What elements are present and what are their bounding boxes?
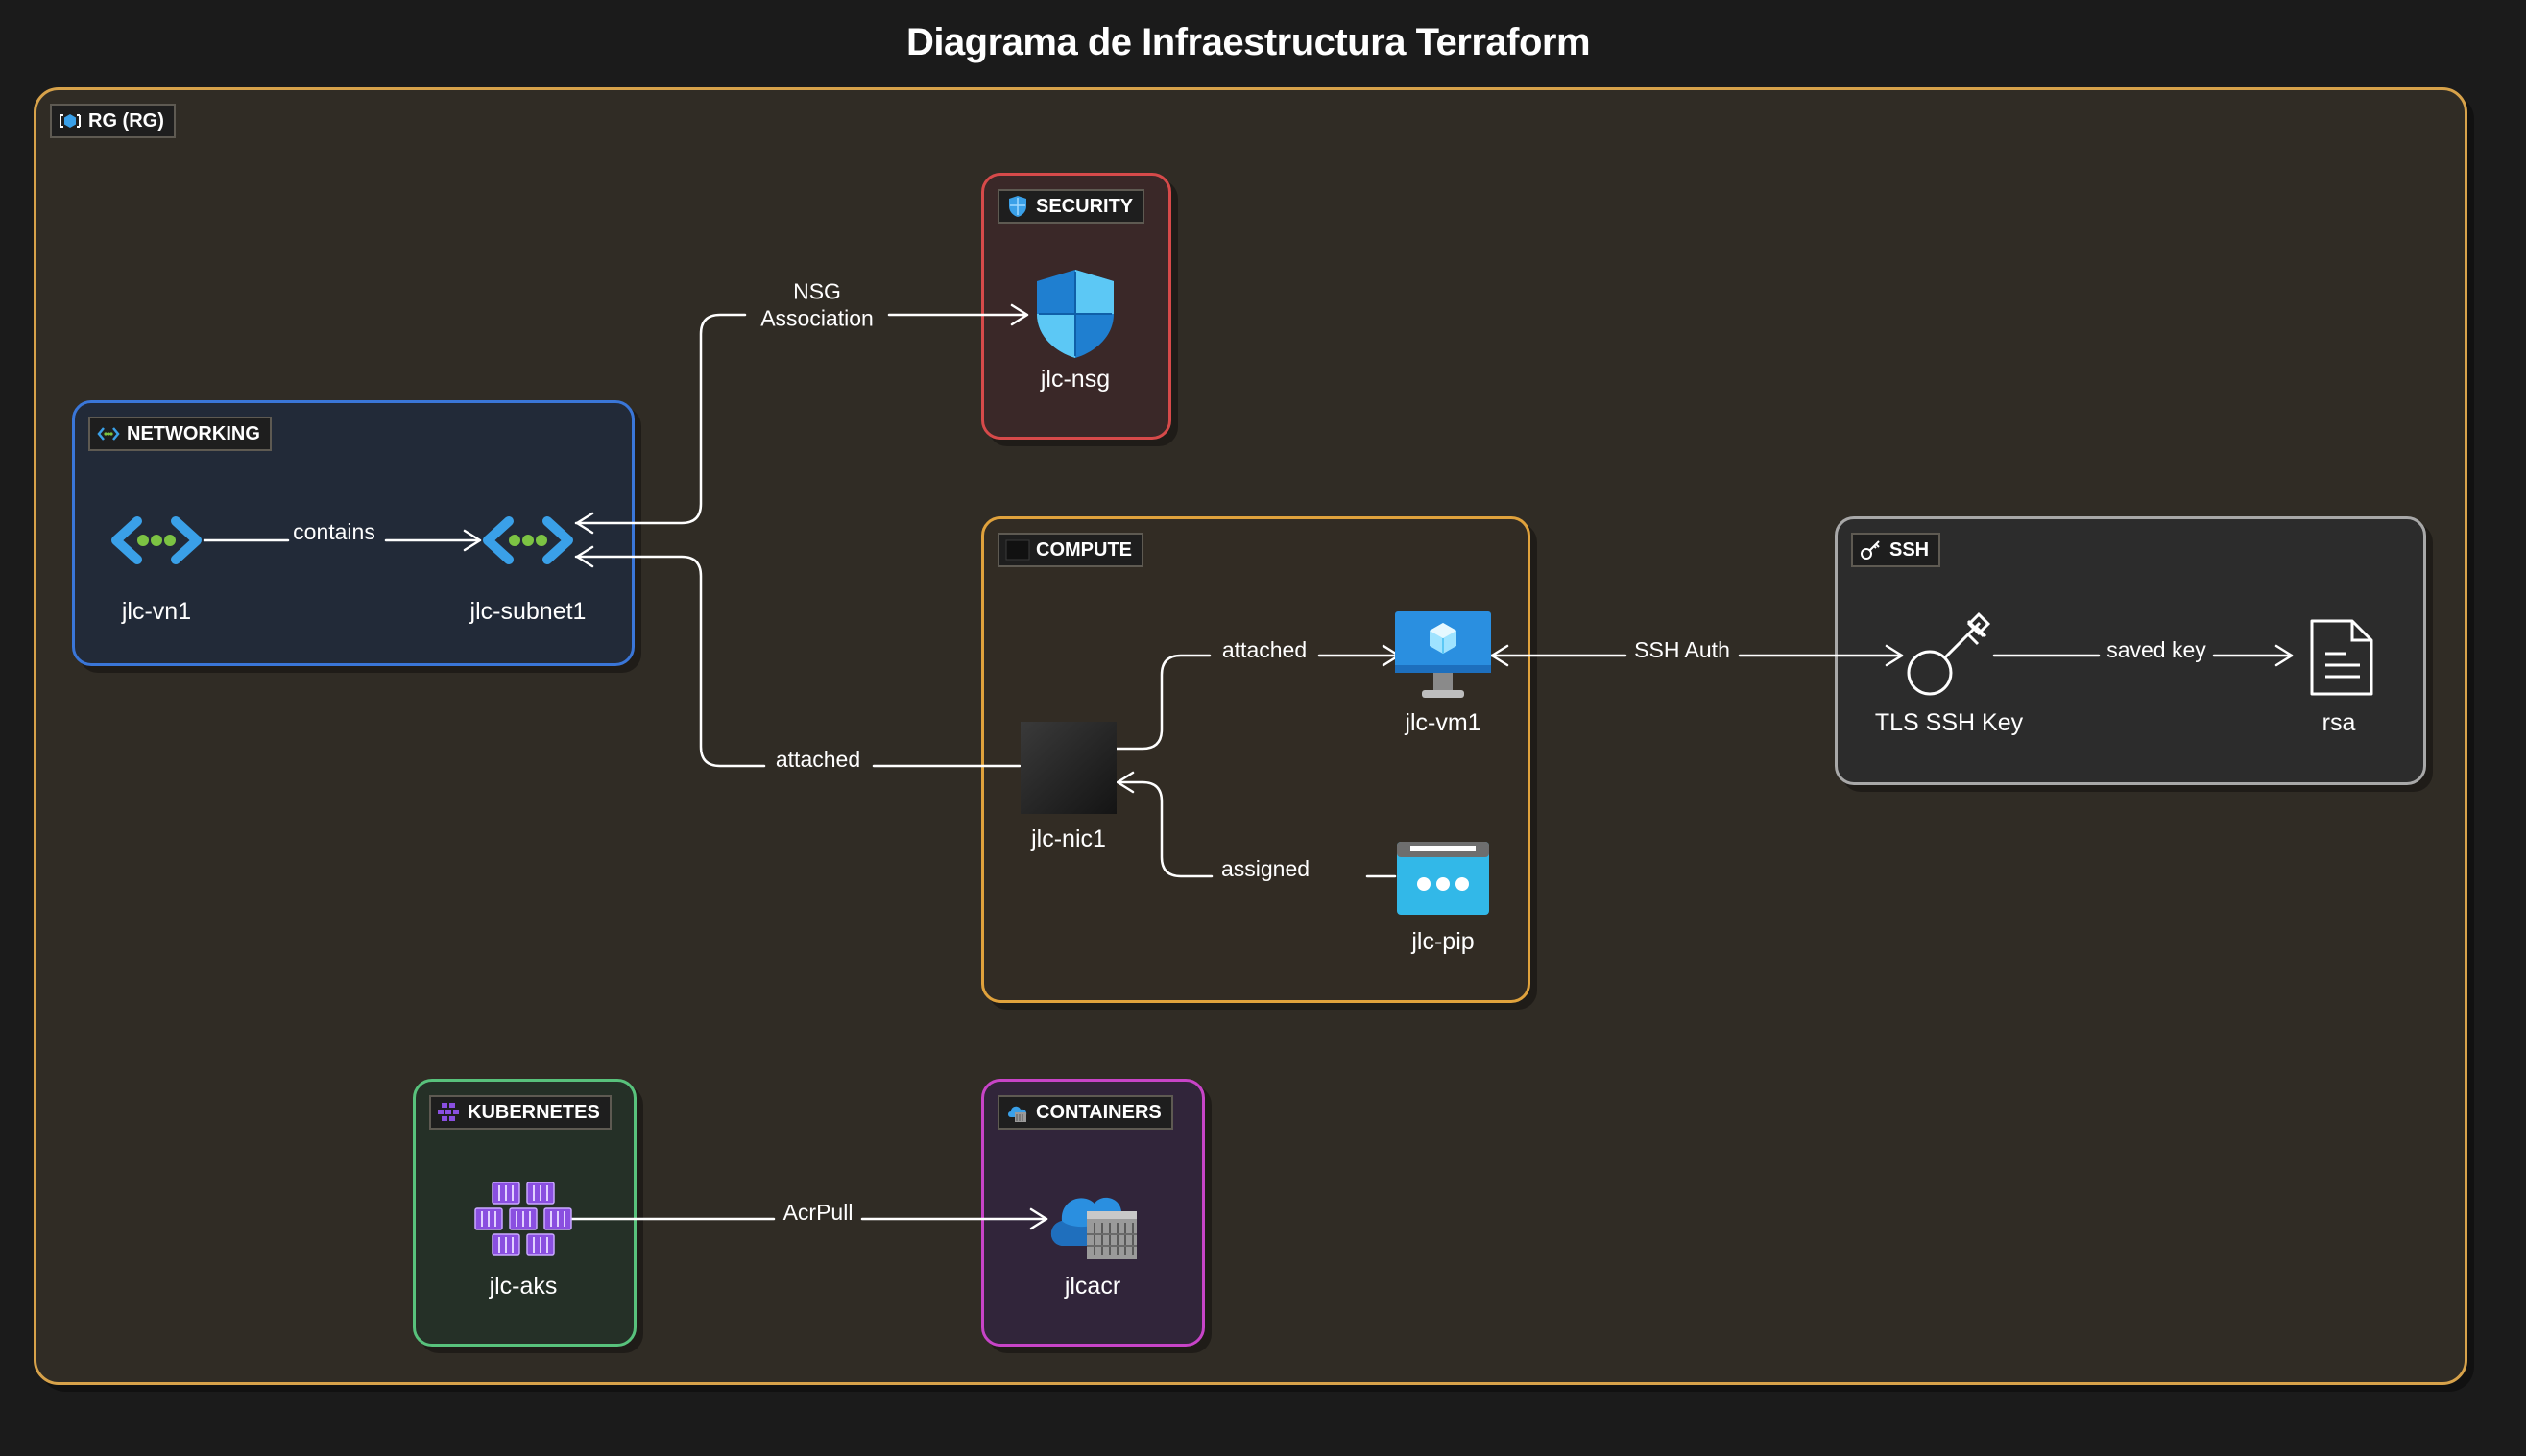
node-vm1[interactable]: jlc-vm1	[1395, 608, 1491, 736]
edge-label-nic-vm: attached	[1221, 637, 1308, 663]
node-vn1[interactable]: jlc-vn1	[108, 492, 204, 625]
edge-label-nsg-association: NSG Association	[760, 278, 874, 330]
node-acr-label: jlcacr	[1064, 1273, 1121, 1300]
node-rsa-label: rsa	[2322, 709, 2356, 736]
node-aks[interactable]: jlc-aks	[474, 1171, 572, 1300]
cluster-rg-label: RG (RG)	[88, 109, 164, 131]
node-aks-label: jlc-aks	[489, 1273, 558, 1300]
cluster-containers-label: CONTAINERS	[1036, 1101, 1162, 1123]
cluster-ssh-tag: SSH	[1851, 533, 1941, 567]
cluster-networking-label: NETWORKING	[127, 422, 260, 444]
node-nsg[interactable]: jlc-nsg	[1027, 266, 1123, 393]
containers-icon	[1005, 1100, 1030, 1125]
network-interface-icon	[1021, 720, 1117, 816]
node-nic1[interactable]: jlc-nic1	[1021, 720, 1117, 852]
node-vm1-label: jlc-vm1	[1405, 709, 1481, 736]
cluster-containers-tag: CONTAINERS	[998, 1095, 1173, 1130]
edge-label-nic-subnet: attached	[775, 747, 861, 773]
key-icon	[1901, 608, 1997, 704]
node-nsg-label: jlc-nsg	[1040, 366, 1111, 393]
cluster-kubernetes-label: KUBERNETES	[468, 1101, 600, 1123]
node-subnet1-label: jlc-subnet1	[469, 598, 587, 625]
node-pip-label: jlc-pip	[1411, 928, 1475, 955]
cluster-compute-label: COMPUTE	[1036, 538, 1132, 561]
node-pip[interactable]: jlc-pip	[1395, 828, 1491, 955]
file-icon	[2291, 608, 2387, 704]
cluster-security-tag: SECURITY	[998, 189, 1145, 224]
edge-label-saved-key: saved key	[2106, 637, 2206, 663]
cluster-ssh-label: SSH	[1889, 538, 1930, 561]
cluster-networking: NETWORKING	[72, 400, 635, 666]
virtual-machine-icon	[1395, 608, 1491, 704]
cluster-rg-tag: RG (RG)	[50, 104, 176, 138]
cluster-kubernetes-tag: KUBERNETES	[429, 1095, 612, 1130]
ssh-key-icon	[1859, 537, 1884, 562]
cluster-security-label: SECURITY	[1036, 195, 1134, 217]
node-nic1-label: jlc-nic1	[1031, 825, 1106, 852]
edge-label-pip-nic: assigned	[1220, 856, 1311, 882]
cluster-networking-tag: NETWORKING	[88, 417, 272, 451]
node-subnet1[interactable]: jlc-subnet1	[470, 492, 586, 625]
public-ip-icon	[1395, 828, 1491, 924]
shield-icon	[1027, 266, 1123, 362]
node-rsa[interactable]: rsa	[2291, 608, 2387, 736]
compute-icon	[1005, 537, 1030, 562]
node-vn1-label: jlc-vn1	[121, 598, 192, 625]
edge-label-ssh-auth: SSH Auth	[1634, 637, 1730, 663]
edge-label-contains: contains	[293, 519, 375, 545]
node-acr[interactable]: jlcacr	[1045, 1171, 1141, 1300]
cluster-compute-tag: COMPUTE	[998, 533, 1143, 567]
container-registry-icon	[1045, 1171, 1141, 1267]
resource-group-icon	[58, 108, 83, 133]
kubernetes-cluster-icon	[437, 1100, 462, 1125]
edge-label-acr-pull: AcrPull	[782, 1200, 854, 1226]
kubernetes-icon	[474, 1171, 572, 1267]
subnet-icon	[480, 492, 576, 588]
node-tlskey[interactable]: TLS SSH Key	[1875, 608, 2023, 736]
networking-icon	[96, 421, 121, 446]
virtual-network-icon	[108, 492, 204, 588]
node-tlskey-label: TLS SSH Key	[1874, 709, 2024, 736]
security-shield-icon	[1005, 194, 1030, 219]
diagram-title: Diagrama de Infraestructura Terraform	[905, 21, 1591, 63]
